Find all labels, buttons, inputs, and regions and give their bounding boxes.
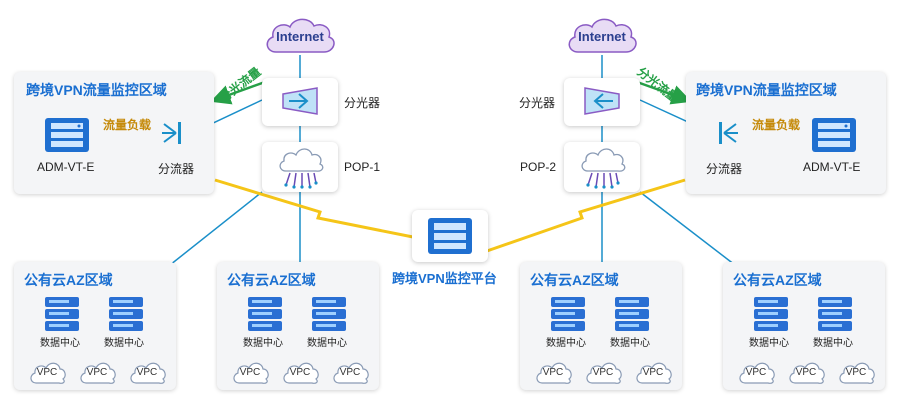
vpc-cloud-icon: VPC [331, 360, 369, 386]
vpc-label: VPC [36, 367, 58, 378]
vpc-cloud-icon: VPC [634, 360, 672, 386]
server-rack-icon [44, 296, 80, 337]
server-rack-icon [108, 296, 144, 337]
platform-label: 跨境VPN监控平台 [392, 271, 497, 286]
server-rack-icon [247, 296, 283, 337]
splitter-label-left: 分流器 [158, 162, 195, 176]
lightning-link-left [214, 178, 419, 240]
datacenter-label: 数据中心 [307, 338, 347, 349]
optical-traffic-arrow-left [210, 80, 266, 105]
vpc-label: VPC [845, 367, 867, 378]
load-tag-right: 流量负载 [752, 118, 801, 132]
vpc-cloud-icon: VPC [837, 360, 875, 386]
load-tag-left: 流量负载 [103, 118, 152, 132]
monitoring-zone-title-right: 跨境VPN流量监控区域 [696, 82, 837, 98]
lightning-link-right [483, 178, 686, 254]
internet-label-left: Internet [276, 29, 324, 44]
datacenter-label: 数据中心 [749, 338, 789, 349]
datacenter-label: 数据中心 [546, 338, 586, 349]
pop-label-right: POP-2 [520, 160, 557, 174]
az-region-title: 公有云AZ区域 [24, 272, 113, 288]
monitoring-zone-title-left: 跨境VPN流量监控区域 [26, 82, 167, 98]
datacenter-label: 数据中心 [104, 338, 144, 349]
vpc-cloud-icon: VPC [737, 360, 775, 386]
vpc-cloud-icon: VPC [78, 360, 116, 386]
vpc-label: VPC [136, 367, 158, 378]
az-region-title: 公有云AZ区域 [227, 272, 316, 288]
vpc-label: VPC [289, 367, 311, 378]
vpc-label: VPC [239, 367, 261, 378]
datacenter-label: 数据中心 [610, 338, 650, 349]
vpc-cloud-icon: VPC [231, 360, 269, 386]
optical-traffic-arrow-right [636, 80, 692, 105]
cloud-icon [266, 18, 335, 53]
optical-splitter-icon [281, 86, 319, 116]
traffic-splitter-icon [710, 120, 740, 146]
internet-cloud-right [564, 14, 640, 58]
datacenter-label: 数据中心 [40, 338, 80, 349]
adm-device-icon [45, 118, 89, 152]
datacenter-label: 数据中心 [243, 338, 283, 349]
server-rack-icon [753, 296, 789, 337]
vpc-label: VPC [339, 367, 361, 378]
vpc-cloud-icon: VPC [28, 360, 66, 386]
vpc-label: VPC [86, 367, 108, 378]
internet-label-right: Internet [578, 29, 626, 44]
server-rack-icon [311, 296, 347, 337]
link-pop-az1 [169, 191, 263, 266]
traffic-splitter-icon [160, 120, 190, 146]
server-rack-icon [817, 296, 853, 337]
pop-cloud-icon [276, 145, 324, 189]
datacenter-label: 数据中心 [813, 338, 853, 349]
vpc-cloud-icon: VPC [584, 360, 622, 386]
adm-device-icon [812, 118, 856, 152]
vpc-cloud-icon: VPC [534, 360, 572, 386]
cloud-icon [568, 18, 637, 53]
optical-splitter-label-left: 分光器 [344, 96, 381, 110]
vpc-label: VPC [642, 367, 664, 378]
pop-cloud-icon [578, 145, 626, 189]
adm-device-label-right: ADM-VT-E [803, 160, 861, 174]
optical-splitter-icon [583, 86, 621, 116]
vpc-label: VPC [795, 367, 817, 378]
link-pop-az4 [639, 191, 736, 266]
internet-cloud-left [262, 14, 338, 58]
splitter-label-right: 分流器 [706, 162, 743, 176]
vpc-cloud-icon: VPC [281, 360, 319, 386]
vpc-cloud-icon: VPC [128, 360, 166, 386]
server-rack-icon [550, 296, 586, 337]
platform-server-icon [428, 218, 472, 254]
adm-device-label-left: ADM-VT-E [37, 160, 95, 174]
az-region-title: 公有云AZ区域 [530, 272, 619, 288]
vpc-label: VPC [745, 367, 767, 378]
vpc-cloud-icon: VPC [787, 360, 825, 386]
az-region-title: 公有云AZ区域 [733, 272, 822, 288]
optical-splitter-label-right: 分光器 [519, 96, 556, 110]
pop-label-left: POP-1 [344, 160, 381, 174]
vpc-label: VPC [592, 367, 614, 378]
server-rack-icon [614, 296, 650, 337]
vpc-label: VPC [542, 367, 564, 378]
